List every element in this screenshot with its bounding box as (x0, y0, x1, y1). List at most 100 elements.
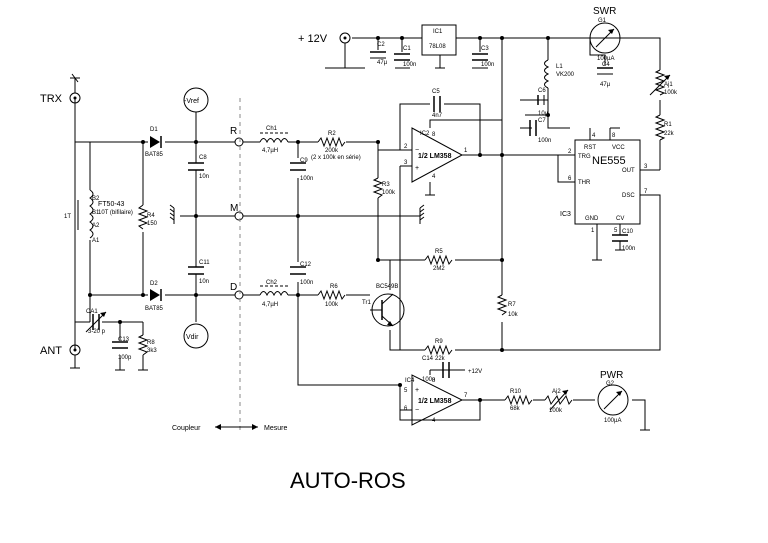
svg-text:+: + (415, 387, 419, 394)
supply-connector (339, 32, 351, 69)
c8-capacitor (188, 158, 204, 178)
coupleur-label: Coupleur (172, 425, 201, 432)
ne555-gnd: GND (585, 216, 599, 222)
ic2-pin8: 8 (432, 132, 436, 138)
r4-ref: R4 (147, 213, 155, 219)
ne555-pin5: 5 (614, 228, 618, 234)
r9-resistor (424, 344, 453, 356)
aj2-trimmer (544, 389, 573, 411)
swr-title: SWR (593, 6, 616, 17)
transformer-turns: 10T (bifilaire) (98, 210, 133, 216)
r9-value: 22k (435, 356, 446, 362)
c12-value: 100n (300, 280, 313, 286)
ic4-pin8: 8 (432, 378, 436, 384)
plus12-label: +12V (468, 369, 482, 375)
ic2-value: 1/2 LM358 (418, 153, 452, 160)
ne555-vcc: VCC (612, 145, 625, 151)
d2-diode (150, 289, 162, 301)
transformer-a2: A2 (92, 223, 100, 229)
c11-capacitor (188, 262, 204, 282)
ne555-pin1: 1 (591, 228, 595, 234)
vref-node (183, 87, 209, 113)
line-terminals (234, 137, 244, 300)
c1-capacitor (394, 53, 410, 61)
c12-capacitor (290, 266, 306, 275)
wires (74, 37, 661, 430)
ch2-value: 4,7µH (262, 302, 278, 308)
ic4-ref: IC4 (405, 378, 415, 384)
transformer-name: FT50-43 (98, 201, 125, 208)
direction-arrow (215, 424, 258, 430)
aj1-ref: Aj1 (664, 82, 673, 88)
line-r-label: R (230, 126, 237, 137)
transformer-primary: 1T (64, 214, 71, 220)
supply-label: + 12V (298, 33, 328, 45)
r6-ref: R6 (330, 284, 338, 290)
r10-ref: R10 (510, 389, 522, 395)
ne555-dsc: DSC (622, 193, 635, 199)
c9-value: 100n (300, 176, 313, 182)
r2-ref: R2 (328, 131, 336, 137)
aj2-value: 100k (549, 408, 563, 414)
ca1-trimmer-capacitor (85, 311, 107, 333)
ch1-value: 4,7µH (262, 148, 278, 154)
ch1-ref: Ch1 (266, 126, 278, 132)
vdir-label: Vdir (186, 334, 199, 341)
ne555-cv: CV (616, 216, 624, 222)
r10-resistor (504, 394, 533, 406)
c5-capacitor (433, 96, 441, 112)
r6-resistor (317, 289, 346, 301)
r10-value: 68k (510, 406, 521, 412)
tr1-value: BC549B (376, 284, 398, 290)
c14-value: 100n (422, 377, 435, 383)
c7-ref: C7 (538, 118, 546, 124)
c2-ref: C2 (377, 42, 385, 48)
ch1-choke (259, 132, 289, 144)
r7-value: 10k (508, 312, 519, 318)
c3-capacitor (472, 53, 488, 61)
ant-label: ANT (40, 345, 62, 357)
c10-capacitor (612, 234, 628, 250)
ic2-pin4: 4 (432, 174, 436, 180)
ic1-value: 78L08 (429, 44, 446, 50)
ic4-opamp: − + (411, 374, 464, 426)
ne555-pin8: 8 (612, 133, 616, 139)
r1-value: 22k (664, 131, 675, 137)
c9-capacitor (290, 162, 306, 171)
ic4-pin5: 5 (404, 388, 408, 394)
d2-ref: D2 (150, 281, 158, 287)
ic2-pin1: 1 (464, 148, 468, 154)
ic4-value: 1/2 LM358 (418, 398, 452, 405)
c3-ref: C3 (481, 46, 489, 52)
c14-capacitor (442, 362, 450, 378)
aj1-value: 100k (664, 90, 678, 96)
ne555-trg: TRG (578, 154, 591, 160)
ant-connector (69, 344, 81, 369)
l1-value: VK200 (556, 72, 575, 78)
d1-diode (150, 136, 162, 148)
line-m-label: M (230, 203, 238, 214)
ne555-rst: RST (584, 145, 596, 151)
ic3-ne555 (574, 139, 641, 225)
r5-ref: R5 (435, 249, 443, 255)
l1-choke (544, 59, 550, 89)
c3-value: 100n (481, 62, 494, 68)
ne555-out: OUT (622, 168, 635, 174)
transformer-a1: A1 (92, 238, 100, 244)
ic3-value: NE555 (592, 155, 626, 167)
junctions (88, 36, 550, 402)
ground-symbols (115, 67, 650, 431)
c10-value: 100n (622, 246, 635, 252)
swr-ref: G1 (598, 18, 607, 24)
r2-note: (2 x 100k en série) (311, 155, 361, 161)
r7-resistor (496, 294, 508, 316)
r2-value: 200k (325, 148, 339, 154)
swr-value: 100µA (597, 56, 614, 62)
ne555-pin3: 3 (644, 164, 648, 170)
c9-ref: C9 (300, 158, 308, 164)
r4-value: 150 (147, 221, 158, 227)
pwr-ref: G2 (606, 381, 615, 387)
d2-value: BAT85 (145, 306, 164, 312)
svg-text:−: − (415, 407, 419, 414)
